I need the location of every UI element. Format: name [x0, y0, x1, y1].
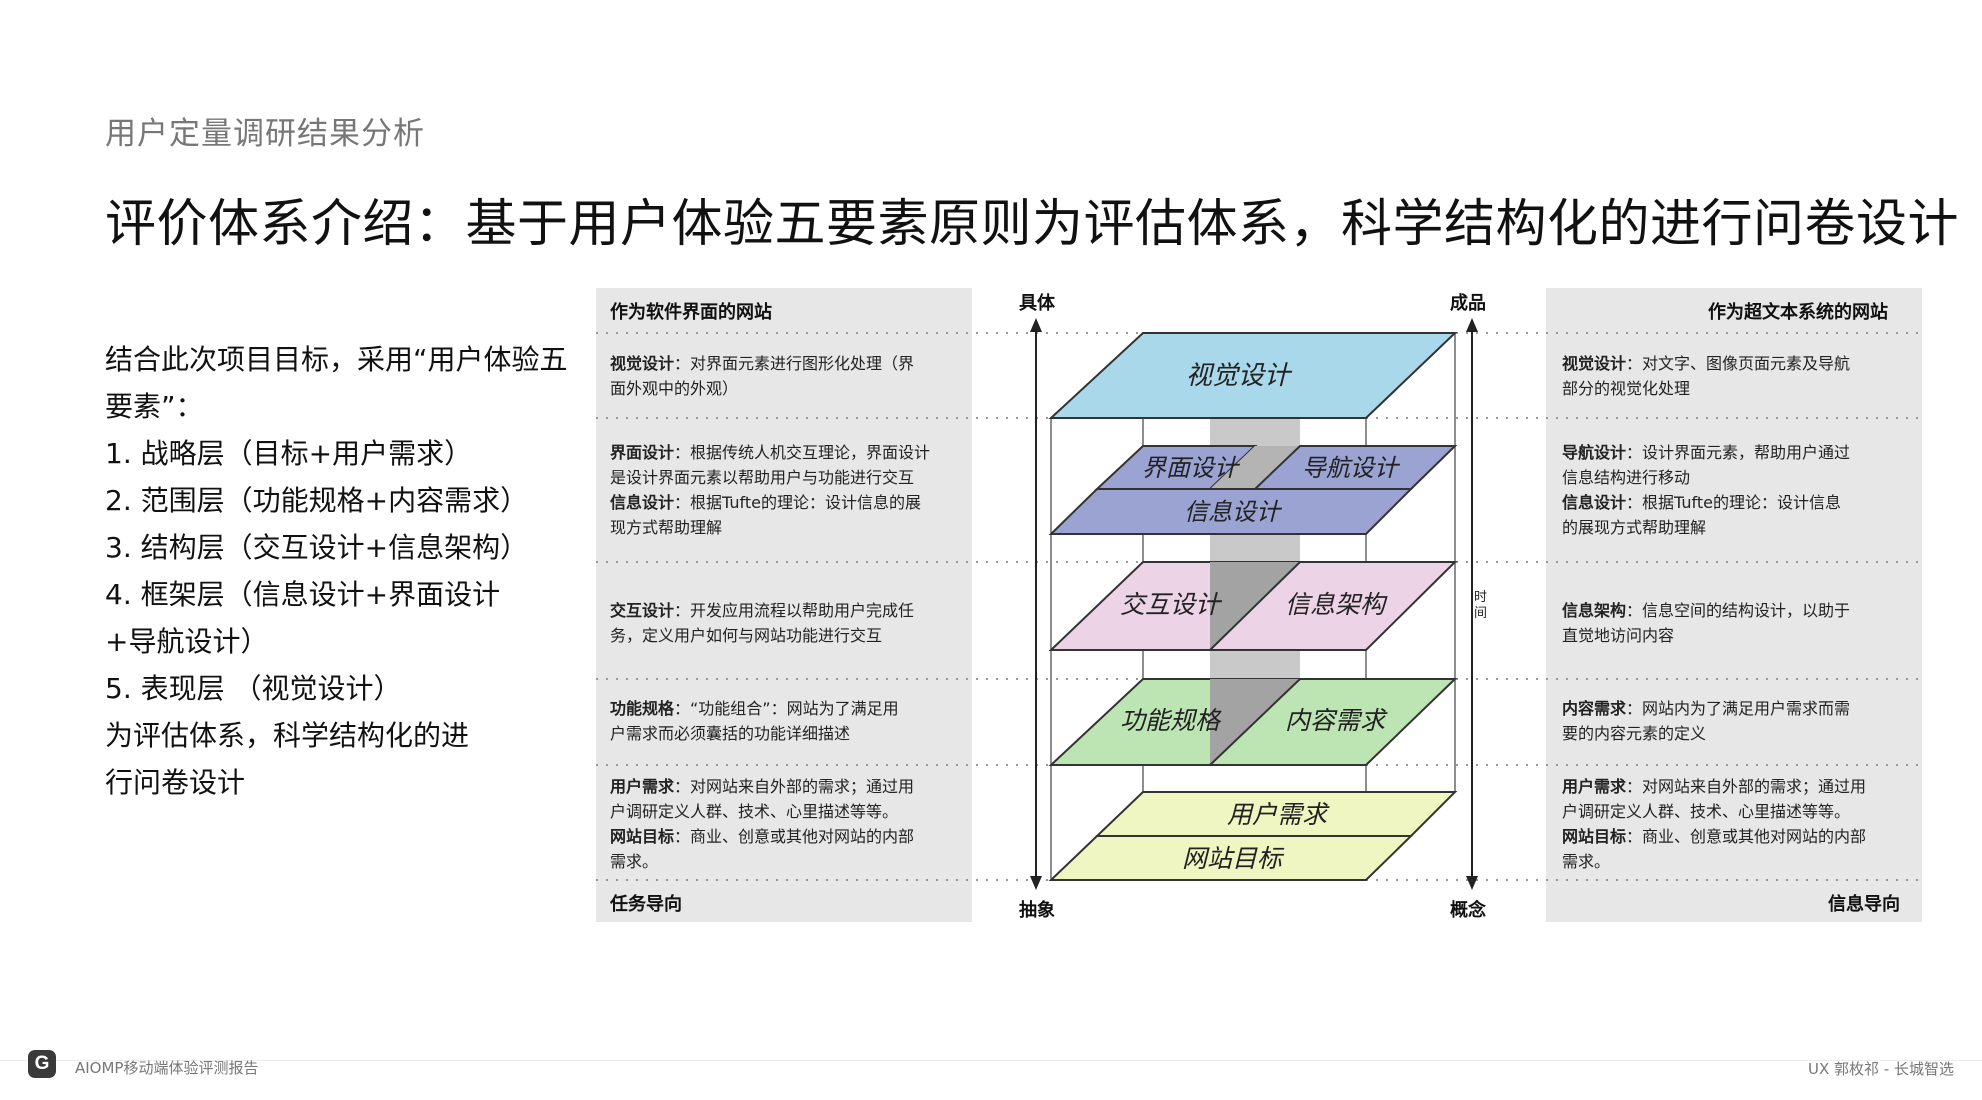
axis-label-completion: 成品 [1450, 293, 1486, 314]
intro-line: +导航设计） [105, 625, 269, 658]
page-subtitle: 用户定量调研结果分析 [105, 116, 425, 152]
axis-label-time: 时间 [1474, 590, 1488, 621]
layer-label: 网站目标 [1182, 844, 1285, 873]
right-desc-visual: 视觉设计：对文字、图像页面元素及导航 部分的视觉化处理 [1562, 354, 1851, 398]
intro-line: 要素”： [105, 390, 204, 423]
axis-arrows [1030, 318, 1478, 890]
intro-line: 4. 框架层（信息设计+界面设计 [105, 578, 501, 611]
layer-info-arch [1207, 561, 1458, 651]
layer-label: 导航设计 [1302, 454, 1401, 482]
right-panel-footer: 信息导向 [1828, 894, 1900, 915]
intro-line: 1. 战略层（目标+用户需求） [105, 437, 473, 470]
layer-label: 信息架构 [1285, 590, 1388, 619]
logo-icon: G [28, 1050, 56, 1078]
layer-label: 视觉设计 [1186, 361, 1293, 391]
footer-author: UX 郭枚祁 - 长城智选 [1808, 1060, 1954, 1078]
left-desc-strategy: 用户需求：对网站来自外部的需求；通过用 户调研定义人群、技术、心里描述等等。 网… [610, 777, 915, 871]
intro-line: 3. 结构层（交互设计+信息架构） [105, 531, 529, 564]
footer-divider [0, 1060, 1982, 1061]
layer-label: 用户需求 [1227, 800, 1330, 829]
right-panel-header: 作为超文本系统的网站 [1708, 302, 1888, 323]
right-panel [1546, 288, 1922, 922]
intro-text: 结合此次项目目标，采用“用户体验五 要素”： 1. 战略层（目标+用户需求） 2… [105, 336, 575, 806]
layer-label: 内容需求 [1285, 706, 1388, 735]
layer-visual [1048, 332, 1458, 419]
right-desc-framework: 导航设计：设计界面元素，帮助用户通过 信息结构进行移动 信息设计：根据Tufte… [1562, 443, 1851, 537]
layer-content-req [1207, 678, 1458, 766]
dotted-separators [596, 332, 1922, 881]
intro-line: 2. 范围层（功能规格+内容需求） [105, 484, 529, 517]
footer-report-title: AIOMP移动端体验评测报告 [75, 1059, 259, 1077]
layer-label: 功能规格 [1120, 706, 1222, 735]
right-desc-strategy: 用户需求：对网站来自外部的需求；通过用 户调研定义人群、技术、心里描述等等。 网… [1562, 777, 1867, 871]
layer-label: 信息设计 [1184, 498, 1283, 526]
left-panel [596, 288, 972, 922]
axis-label-concrete: 具体 [1019, 293, 1055, 314]
left-desc-framework: 界面设计：根据传统人机交互理论，界面设计 是设计界面元素以帮助用户与功能进行交互… [610, 443, 931, 537]
layer-site-objectives [1048, 835, 1414, 881]
intro-line: 为评估体系，科学结构化的进 [105, 719, 470, 752]
layer-info-design [1048, 488, 1414, 535]
layer-gray-top [1210, 446, 1300, 489]
layer-label: 界面设计 [1142, 454, 1241, 482]
axis-label-conception: 概念 [1450, 900, 1486, 921]
axis-label-abstract: 抽象 [1019, 900, 1055, 921]
intro-line: 5. 表现层 （视觉设计） [105, 672, 402, 705]
right-desc-structure: 信息架构：信息空间的结构设计，以助于 直觉地访问内容 [1562, 601, 1851, 645]
intro-line: 行问卷设计 [105, 766, 246, 799]
page-title: 评价体系介绍：基于用户体验五要素原则为评估体系，科学结构化的进行问卷设计 [105, 195, 1960, 254]
left-panel-header: 作为软件界面的网站 [610, 302, 772, 323]
left-desc-structure: 交互设计：开发应用流程以帮助用户完成任 务，定义用户如何与网站功能进行交互 [610, 601, 915, 645]
right-desc-scope: 内容需求：网站内为了满足用户需求而需 要的内容元素的定义 [1562, 699, 1851, 743]
left-panel-footer: 任务导向 [610, 894, 682, 915]
layer-label: 交互设计 [1120, 590, 1223, 619]
left-desc-visual: 视觉设计：对界面元素进行图形化处理（界 面外观中的外观） [610, 354, 915, 398]
left-desc-scope: 功能规格：“功能组合”：网站为了满足用 户需求而必须囊括的功能详细描述 [610, 699, 899, 743]
intro-line: 结合此次项目目标，采用“用户体验五 [105, 343, 568, 376]
